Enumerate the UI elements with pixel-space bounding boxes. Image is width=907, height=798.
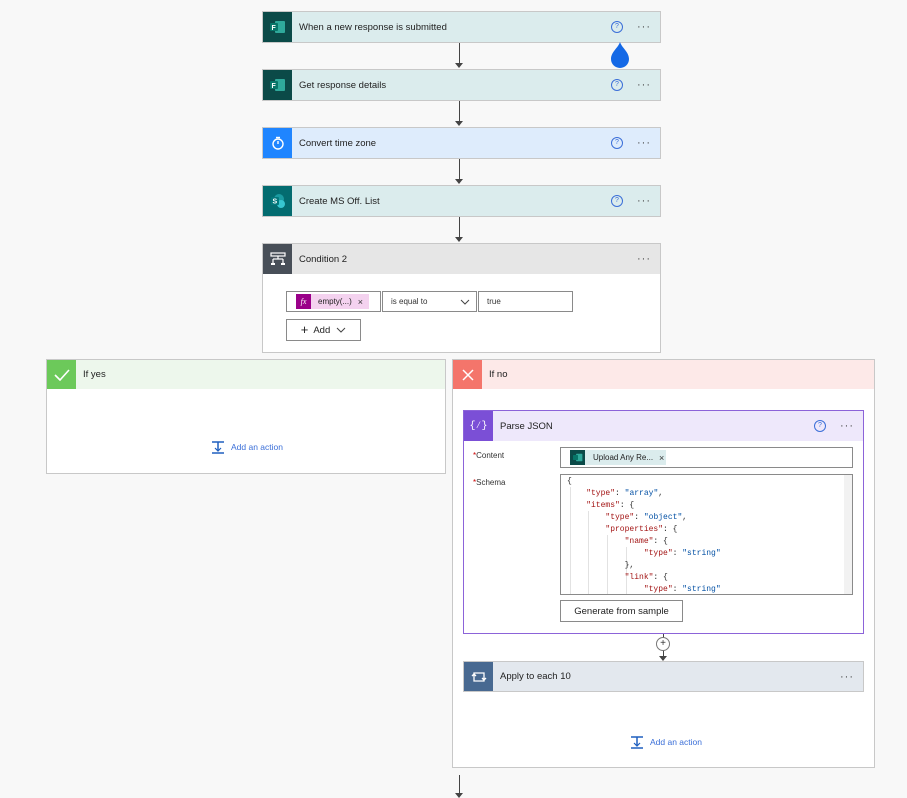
step-title: Apply to each 10 (500, 671, 571, 682)
schema-code: { "type": "array", "items": { "type": "o… (567, 476, 721, 594)
more-options-icon[interactable]: ··· (840, 420, 854, 432)
token-label: empty(...) (318, 297, 352, 306)
fx-icon: fx (296, 294, 311, 309)
svg-text:S: S (272, 199, 277, 206)
chevron-down-icon (460, 299, 470, 305)
help-icon[interactable]: ? (611, 195, 623, 207)
more-options-icon[interactable]: ··· (840, 670, 854, 683)
drag-cursor-icon (611, 42, 629, 68)
schema-editor[interactable]: { "type": "array", "items": { "type": "o… (560, 474, 853, 595)
token-label: Upload Any Re... (593, 453, 654, 462)
more-options-icon[interactable]: ··· (637, 21, 651, 33)
step-title: Convert time zone (299, 137, 377, 149)
step-title: Create MS Off. List (299, 195, 380, 207)
branch-title: If no (489, 369, 508, 380)
step-title: Get response details (299, 79, 387, 91)
close-icon (453, 360, 482, 389)
step-apply-to-each[interactable]: Apply to each 10 ··· (463, 661, 864, 692)
step-condition[interactable]: Condition 2 ··· fx empty(...) × is equal… (262, 243, 661, 353)
step-title: Condition 2 (299, 253, 348, 265)
svg-text:F: F (271, 25, 276, 32)
help-icon[interactable]: ? (814, 420, 826, 432)
schema-line: "name": { (624, 537, 668, 546)
remove-token-icon[interactable]: × (659, 452, 665, 463)
more-options-icon[interactable]: ··· (637, 137, 651, 149)
chevron-down-icon (336, 327, 346, 333)
branch-if-yes: If yes Add an action (46, 359, 446, 474)
schema-line: "link": { (624, 573, 668, 582)
schema-label: *Schema (473, 478, 506, 487)
step-title: When a new response is submitted (299, 21, 447, 33)
schema-line: "type": "array", (586, 489, 664, 498)
step-create-list[interactable]: S Create MS Off. List ? ··· (262, 185, 661, 217)
forms-icon: F (263, 12, 292, 42)
schema-line: "items": { (586, 501, 635, 510)
step-convert-time-zone[interactable]: Convert time zone ? ··· (262, 127, 661, 159)
condition-operator-dropdown[interactable]: is equal to (382, 291, 477, 312)
add-label: Add (313, 324, 331, 336)
content-label: *Content (473, 451, 505, 460)
step-parse-json[interactable]: {⁄} Parse JSON ? ··· *Content Upload Any… (463, 410, 864, 634)
right-value: true (487, 297, 501, 306)
operator-value: is equal to (391, 297, 428, 306)
step-get-response[interactable]: F Get response details ? ··· (262, 69, 661, 101)
loop-icon (464, 662, 493, 691)
sharepoint-icon: S (263, 186, 292, 216)
step-trigger[interactable]: F When a new response is submitted ? ··· (262, 11, 661, 43)
add-condition-button[interactable]: + Add (286, 319, 361, 341)
editor-scrollbar[interactable] (844, 475, 852, 594)
json-braces-icon: {⁄} (464, 411, 493, 441)
content-input[interactable]: Upload Any Re... × (560, 447, 853, 468)
generate-label: Generate from sample (574, 605, 669, 617)
help-icon[interactable]: ? (611, 79, 623, 91)
check-icon (47, 360, 76, 389)
schema-line: "type": "string" (643, 585, 721, 594)
insert-step-button[interactable]: + (656, 637, 670, 651)
schema-line: "type": "string" (643, 549, 721, 558)
help-icon[interactable]: ? (611, 137, 623, 149)
add-action-button[interactable]: Add an action (211, 440, 283, 454)
branch-title: If yes (83, 369, 106, 380)
condition-icon (263, 244, 292, 274)
schema-line: { (567, 477, 572, 486)
schema-line: "type": "object", (605, 513, 688, 522)
more-options-icon[interactable]: ··· (637, 253, 651, 265)
generate-from-sample-button[interactable]: Generate from sample (560, 600, 683, 622)
remove-token-icon[interactable]: × (357, 296, 364, 307)
step-title: Parse JSON (500, 420, 553, 432)
condition-left-operand[interactable]: fx empty(...) × (286, 291, 381, 312)
condition-right-operand[interactable]: true (478, 291, 573, 312)
help-icon[interactable]: ? (611, 21, 623, 33)
add-action-icon (212, 441, 224, 454)
add-action-label: Add an action (231, 442, 283, 452)
more-options-icon[interactable]: ··· (637, 79, 651, 91)
schema-line: }, (567, 561, 635, 570)
svg-text:F: F (271, 83, 276, 90)
forms-icon (570, 450, 585, 465)
schema-line: "properties": { (605, 525, 678, 534)
dynamic-content-token[interactable]: Upload Any Re... × (570, 450, 666, 465)
plus-icon: + (300, 322, 309, 337)
add-action-button[interactable]: Add an action (630, 735, 702, 749)
more-options-icon[interactable]: ··· (637, 195, 651, 207)
add-action-icon (631, 736, 643, 749)
expression-token[interactable]: fx empty(...) × (296, 294, 369, 309)
add-action-label: Add an action (650, 737, 702, 747)
timer-icon (263, 128, 292, 158)
forms-icon: F (263, 70, 292, 100)
